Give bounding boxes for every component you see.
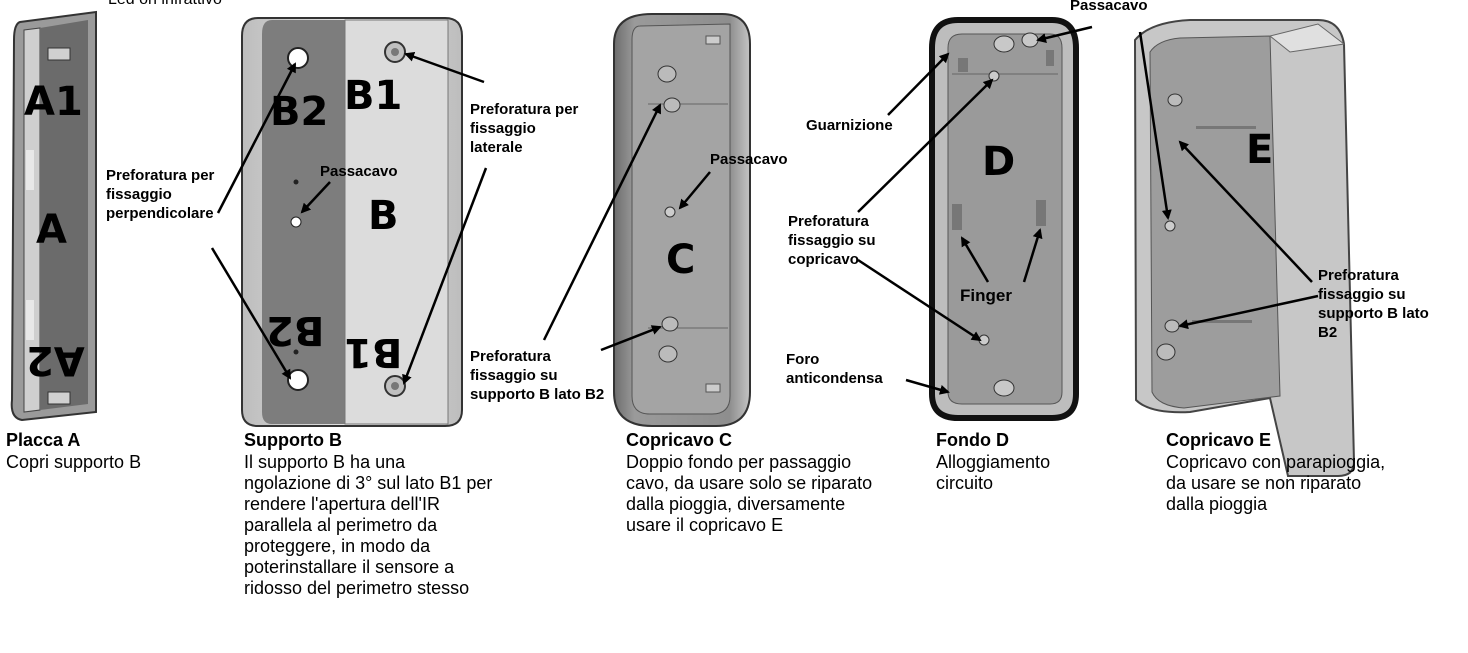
pointer-arrows (210, 25, 1319, 395)
caption-desc-c: Doppio fondo per passaggio cavo, da usar… (626, 452, 873, 535)
a2-mark: A2 (26, 337, 85, 383)
e-letter: E (1246, 127, 1274, 173)
a-letter: A (36, 207, 67, 253)
b2-mark: B2 (270, 89, 329, 135)
c-letter: C (666, 237, 696, 283)
label-preforatura-laterale: Preforatura per fissaggio laterale (470, 101, 579, 156)
label-passacavo-d: Passacavo (1070, 0, 1148, 14)
b1-mark-flipped: B1 (344, 329, 403, 375)
copricavo-e-shape (1133, 19, 1356, 477)
a1-mark: A1 (24, 79, 83, 125)
label-guarnizione: Guarnizione (806, 117, 893, 134)
b1-mark: B1 (344, 73, 403, 119)
top-fragment-text: Led on infrattivo (108, 0, 222, 9)
caption-title-a: Placca A (6, 430, 81, 450)
d-letter: D (982, 139, 1016, 185)
caption-desc-a: Copri supporto B (6, 452, 142, 472)
caption-title-b: Supporto B (244, 430, 342, 450)
label-preforatura-supporto-e: Preforatura fissaggio su supporto B lato… (1318, 267, 1429, 341)
placca-a-shape (10, 10, 97, 422)
caption-desc-d: Alloggiamento circuito (936, 452, 1051, 493)
label-preforatura-copricavo: Preforatura fissaggio su copricavo (788, 213, 876, 268)
label-passacavo-c: Passacavo (710, 151, 788, 168)
label-passacavo-b: Passacavo (320, 163, 398, 180)
caption-desc-e: Copricavo con parapioggia, da usare se n… (1166, 452, 1386, 514)
label-preforatura-perpendicolare: Preforatura per fissaggio perpendicolare (106, 167, 215, 222)
caption-title-d: Fondo D (936, 430, 1009, 450)
label-preforatura-supporto-c: Preforatura fissaggio su supporto B lato… (470, 348, 605, 403)
label-finger: Finger (960, 286, 1012, 305)
b2-mark-flipped: B2 (266, 307, 325, 353)
caption-title-e: Copricavo E (1166, 430, 1272, 450)
b-letter: B (368, 193, 399, 239)
copricavo-c-shape (613, 13, 751, 427)
label-foro-anticondensa: Foro anticondensa (786, 351, 883, 387)
supporto-b-shape (241, 17, 463, 427)
caption-title-c: Copricavo C (626, 430, 733, 450)
fondo-d-shape (929, 17, 1079, 421)
caption-desc-b: Il supporto B ha una ngolazione di 3° su… (244, 452, 493, 598)
